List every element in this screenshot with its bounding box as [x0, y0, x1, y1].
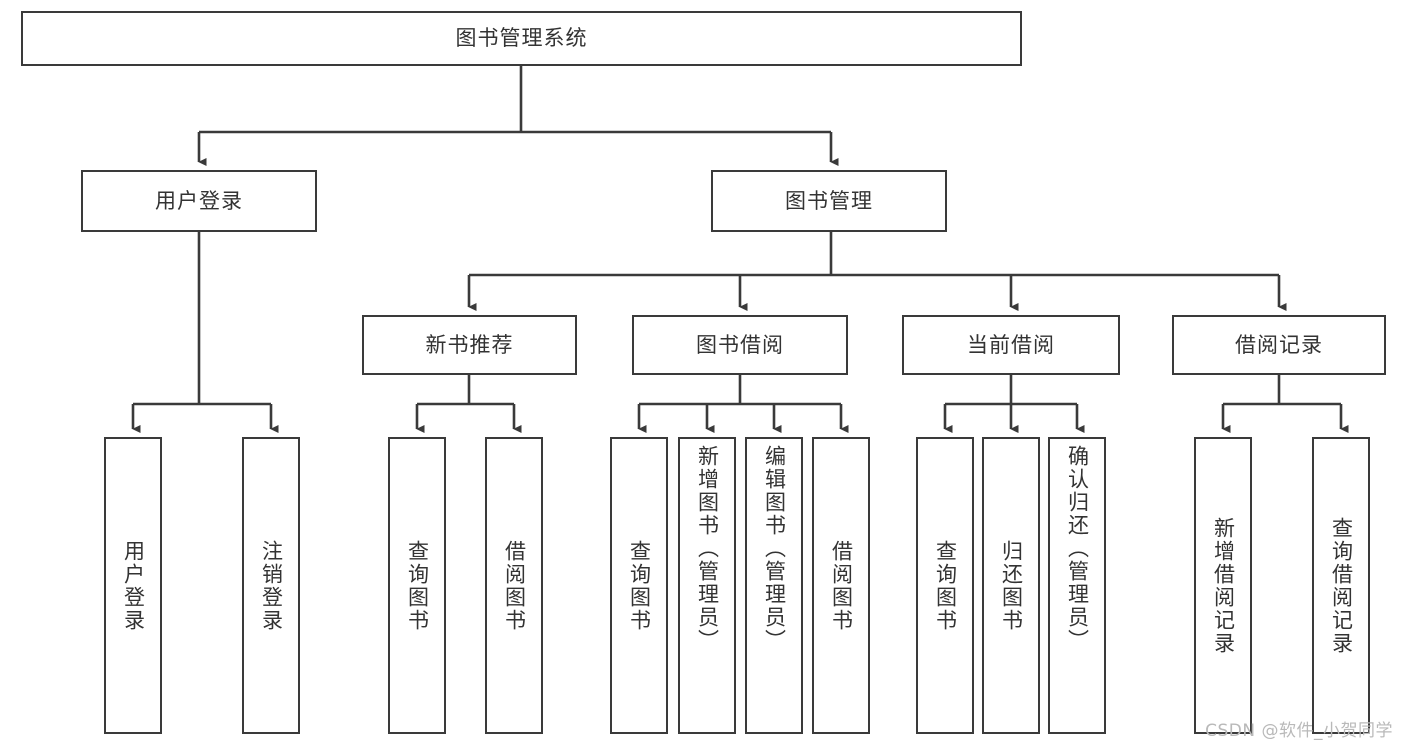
leaf-add-borrow-record[interactable]: 新增借阅记录 — [1194, 437, 1252, 734]
leaf-add-book-label: 新增图书（管理员） — [695, 445, 720, 652]
leaf-query-borrow-record[interactable]: 查询借阅记录 — [1312, 437, 1370, 734]
node-book-manage-label: 图书管理 — [785, 188, 873, 213]
node-root-label: 图书管理系统 — [455, 26, 588, 51]
node-book-manage[interactable]: 图书管理 — [711, 170, 947, 232]
leaf-edit-book-label: 编辑图书（管理员） — [762, 445, 787, 652]
leaf-return-book[interactable]: 归还图书 — [982, 437, 1040, 734]
leaf-confirm-return-label: 确认归还（管理员） — [1065, 445, 1090, 652]
leaf-query-book-borrow-label: 查询图书 — [627, 539, 652, 632]
leaf-user-logout[interactable]: 注销登录 — [242, 437, 300, 734]
leaf-query-book-current[interactable]: 查询图书 — [916, 437, 974, 734]
watermark-text: CSDN @软件_小贺同学 — [1205, 721, 1393, 741]
leaf-confirm-return[interactable]: 确认归还（管理员） — [1048, 437, 1106, 734]
leaf-add-borrow-record-label: 新增借阅记录 — [1211, 516, 1236, 655]
node-user-login[interactable]: 用户登录 — [81, 170, 317, 232]
node-new-book-recommend[interactable]: 新书推荐 — [362, 315, 577, 375]
leaf-query-book-recommend[interactable]: 查询图书 — [388, 437, 446, 734]
leaf-borrow-book[interactable]: 借阅图书 — [812, 437, 870, 734]
leaf-return-book-label: 归还图书 — [999, 539, 1024, 632]
leaf-query-book-current-label: 查询图书 — [933, 539, 958, 632]
leaf-borrow-book-label: 借阅图书 — [829, 539, 854, 632]
node-new-book-recommend-label: 新书推荐 — [425, 332, 514, 357]
node-book-borrow[interactable]: 图书借阅 — [632, 315, 848, 375]
leaf-query-book-recommend-label: 查询图书 — [405, 539, 430, 632]
leaf-user-logout-label: 注销登录 — [259, 539, 284, 632]
node-borrow-record[interactable]: 借阅记录 — [1172, 315, 1386, 375]
leaf-user-login[interactable]: 用户登录 — [104, 437, 162, 734]
leaf-user-login-label: 用户登录 — [121, 539, 146, 632]
node-root[interactable]: 图书管理系统 — [21, 11, 1022, 66]
leaf-edit-book[interactable]: 编辑图书（管理员） — [745, 437, 803, 734]
node-current-borrow[interactable]: 当前借阅 — [902, 315, 1120, 375]
leaf-borrow-book-recommend-label: 借阅图书 — [502, 539, 527, 632]
leaf-borrow-book-recommend[interactable]: 借阅图书 — [485, 437, 543, 734]
leaf-query-borrow-record-label: 查询借阅记录 — [1329, 516, 1354, 655]
node-borrow-record-label: 借阅记录 — [1235, 332, 1323, 357]
node-user-login-label: 用户登录 — [155, 188, 243, 213]
node-book-borrow-label: 图书借阅 — [696, 332, 784, 357]
leaf-add-book[interactable]: 新增图书（管理员） — [678, 437, 736, 734]
leaf-query-book-borrow[interactable]: 查询图书 — [610, 437, 668, 734]
node-current-borrow-label: 当前借阅 — [967, 332, 1055, 357]
